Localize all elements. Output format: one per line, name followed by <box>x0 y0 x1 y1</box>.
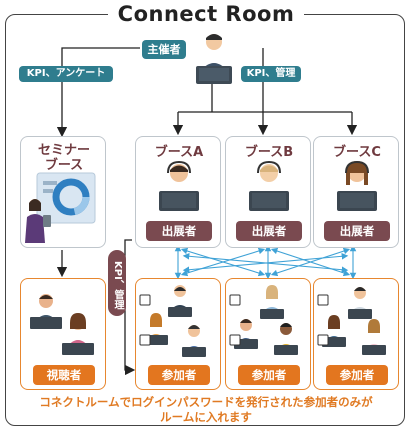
participant-group-1-icon <box>139 285 206 357</box>
viewers-card: 視聴者 <box>20 278 106 390</box>
booth-a-title: ブースA <box>154 145 204 160</box>
booth-b-role: 出展者 <box>236 221 302 241</box>
participant-group-3-label: 参加者 <box>326 365 388 385</box>
booth-c-card: ブースC 出展者 <box>313 136 399 248</box>
seminar-title-line1: セミナー <box>37 143 90 158</box>
diagram-title: Connect Room <box>107 0 305 28</box>
seminar-title-line2: ブース <box>44 158 84 173</box>
edge-label-left: KPI、アンケート <box>19 66 113 82</box>
booth-b-title: ブースB <box>244 145 294 160</box>
organizer-node: 主催者 <box>140 28 274 88</box>
organizer-label: 主催者 <box>142 40 186 59</box>
booth-b-card: ブースB 出展者 <box>225 136 311 248</box>
viewers-people-icon <box>30 294 94 355</box>
participant-group-2: 参加者 <box>225 278 311 390</box>
participant-group-1-label: 参加者 <box>148 365 210 385</box>
viewers-label: 視聴者 <box>33 365 95 385</box>
booth-a-role: 出展者 <box>146 221 212 241</box>
title-wrap: Connect Room <box>0 0 412 28</box>
participant-group-2-label: 参加者 <box>238 365 300 385</box>
participant-group-3: 参加者 <box>313 278 399 390</box>
booth-c-exhibitor-icon <box>337 160 377 211</box>
footer-line1: コネクトルームでログインパスワードを発行された参加者のみが <box>39 395 373 409</box>
edge-label-vertical-text: KPI、管理 <box>112 260 123 310</box>
booth-c-role: 出展者 <box>324 221 390 241</box>
booth-a-card: ブースA 出展者 <box>135 136 221 248</box>
participant-group-2-icon <box>229 285 298 355</box>
seminar-booth-card: セミナー ブース <box>20 136 106 248</box>
booth-b-exhibitor-icon <box>249 160 289 211</box>
booth-c-title: ブースC <box>333 145 381 160</box>
booth-a-exhibitor-icon <box>159 160 199 211</box>
participant-group-3-icon <box>317 287 386 355</box>
edge-label-right: KPI、管理 <box>241 66 301 82</box>
seminar-presenter-icon <box>25 172 96 243</box>
footer-line2: ルームに入れます <box>160 410 252 424</box>
edge-label-vertical: KPI、管理 <box>108 250 126 316</box>
organizer-person-icon <box>196 34 232 84</box>
participant-group-1: 参加者 <box>135 278 221 390</box>
